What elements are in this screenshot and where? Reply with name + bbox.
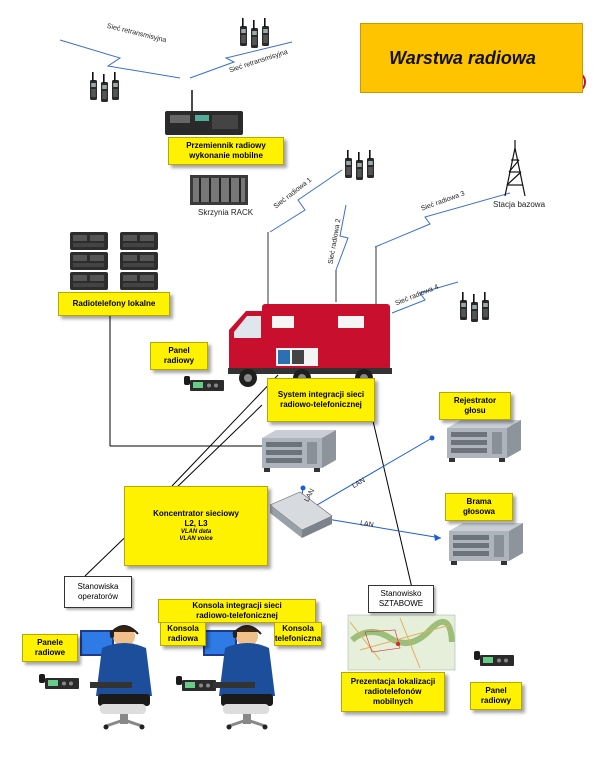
handheld-radio-icon	[345, 150, 374, 180]
server-icon	[449, 523, 523, 565]
panels-label: Panele radiowe	[22, 634, 78, 662]
link-radio-1	[269, 169, 343, 233]
local-radios-label: Radiotelefony lokalne	[58, 292, 170, 316]
mobile-radio-icon	[70, 232, 158, 290]
switch-icon	[269, 491, 333, 538]
recorder-label: Rejestrator głosu	[439, 392, 511, 420]
mobile-radio-icon	[39, 674, 79, 689]
title-banner: Warstwa radiowa	[360, 23, 583, 93]
link-retrans-2	[189, 41, 293, 79]
server-icon	[447, 420, 521, 462]
gateway-label: Brama głosowa	[445, 493, 513, 521]
hq-label: Stanowisko SZTABOWE	[368, 585, 434, 613]
handheld-radio-icon	[240, 18, 269, 48]
concentrator-label: Koncentrator sieciowy L2, L3 VLAN data V…	[124, 486, 268, 566]
handheld-radio-icon	[90, 72, 119, 102]
mobile-radio-icon	[176, 676, 216, 691]
repeater-icon	[165, 90, 243, 135]
title-text: Warstwa radiowa	[389, 47, 536, 68]
integration-system-label: System integracji sieci radiowo-telefoni…	[267, 378, 375, 422]
radio-links	[59, 39, 511, 314]
map-icon	[347, 614, 456, 671]
mobile-radio-icon	[184, 376, 224, 391]
operators-label: Stanowiska operatorów	[64, 576, 132, 608]
mobile-radio-icon	[474, 651, 514, 666]
rack-label: Skrzynia RACK	[198, 208, 254, 217]
repeater-label: Przemiennik radiowy wykonanie mobilne	[168, 137, 284, 165]
location-label: Prezentacja lokalizacji radiotelefonów m…	[341, 672, 445, 712]
truck-panel-label: Panel radiowy	[150, 342, 208, 370]
truck-icon	[228, 232, 392, 387]
wire-truck-concentrator	[171, 374, 279, 487]
console-label: Konsola integracji sieci radiowo-telefon…	[158, 599, 316, 623]
server-icon	[262, 430, 336, 472]
console-phone-label: Konsola telefoniczna	[274, 622, 322, 646]
link-radio-3	[374, 192, 511, 248]
hq-panel-label: Panel radiowy	[470, 682, 522, 710]
link-radio-4	[391, 281, 459, 314]
base-station-label: Stacja bazowa	[493, 200, 546, 209]
link-radio-2	[335, 204, 349, 271]
link-retrans-1	[59, 39, 181, 79]
console-radio-label: Konsola radiowa	[160, 622, 206, 646]
rack-icon	[190, 175, 248, 205]
handheld-radio-icon	[460, 292, 489, 322]
tower-icon	[504, 140, 526, 197]
operator-icon	[201, 623, 277, 731]
operator-icon	[78, 623, 154, 731]
